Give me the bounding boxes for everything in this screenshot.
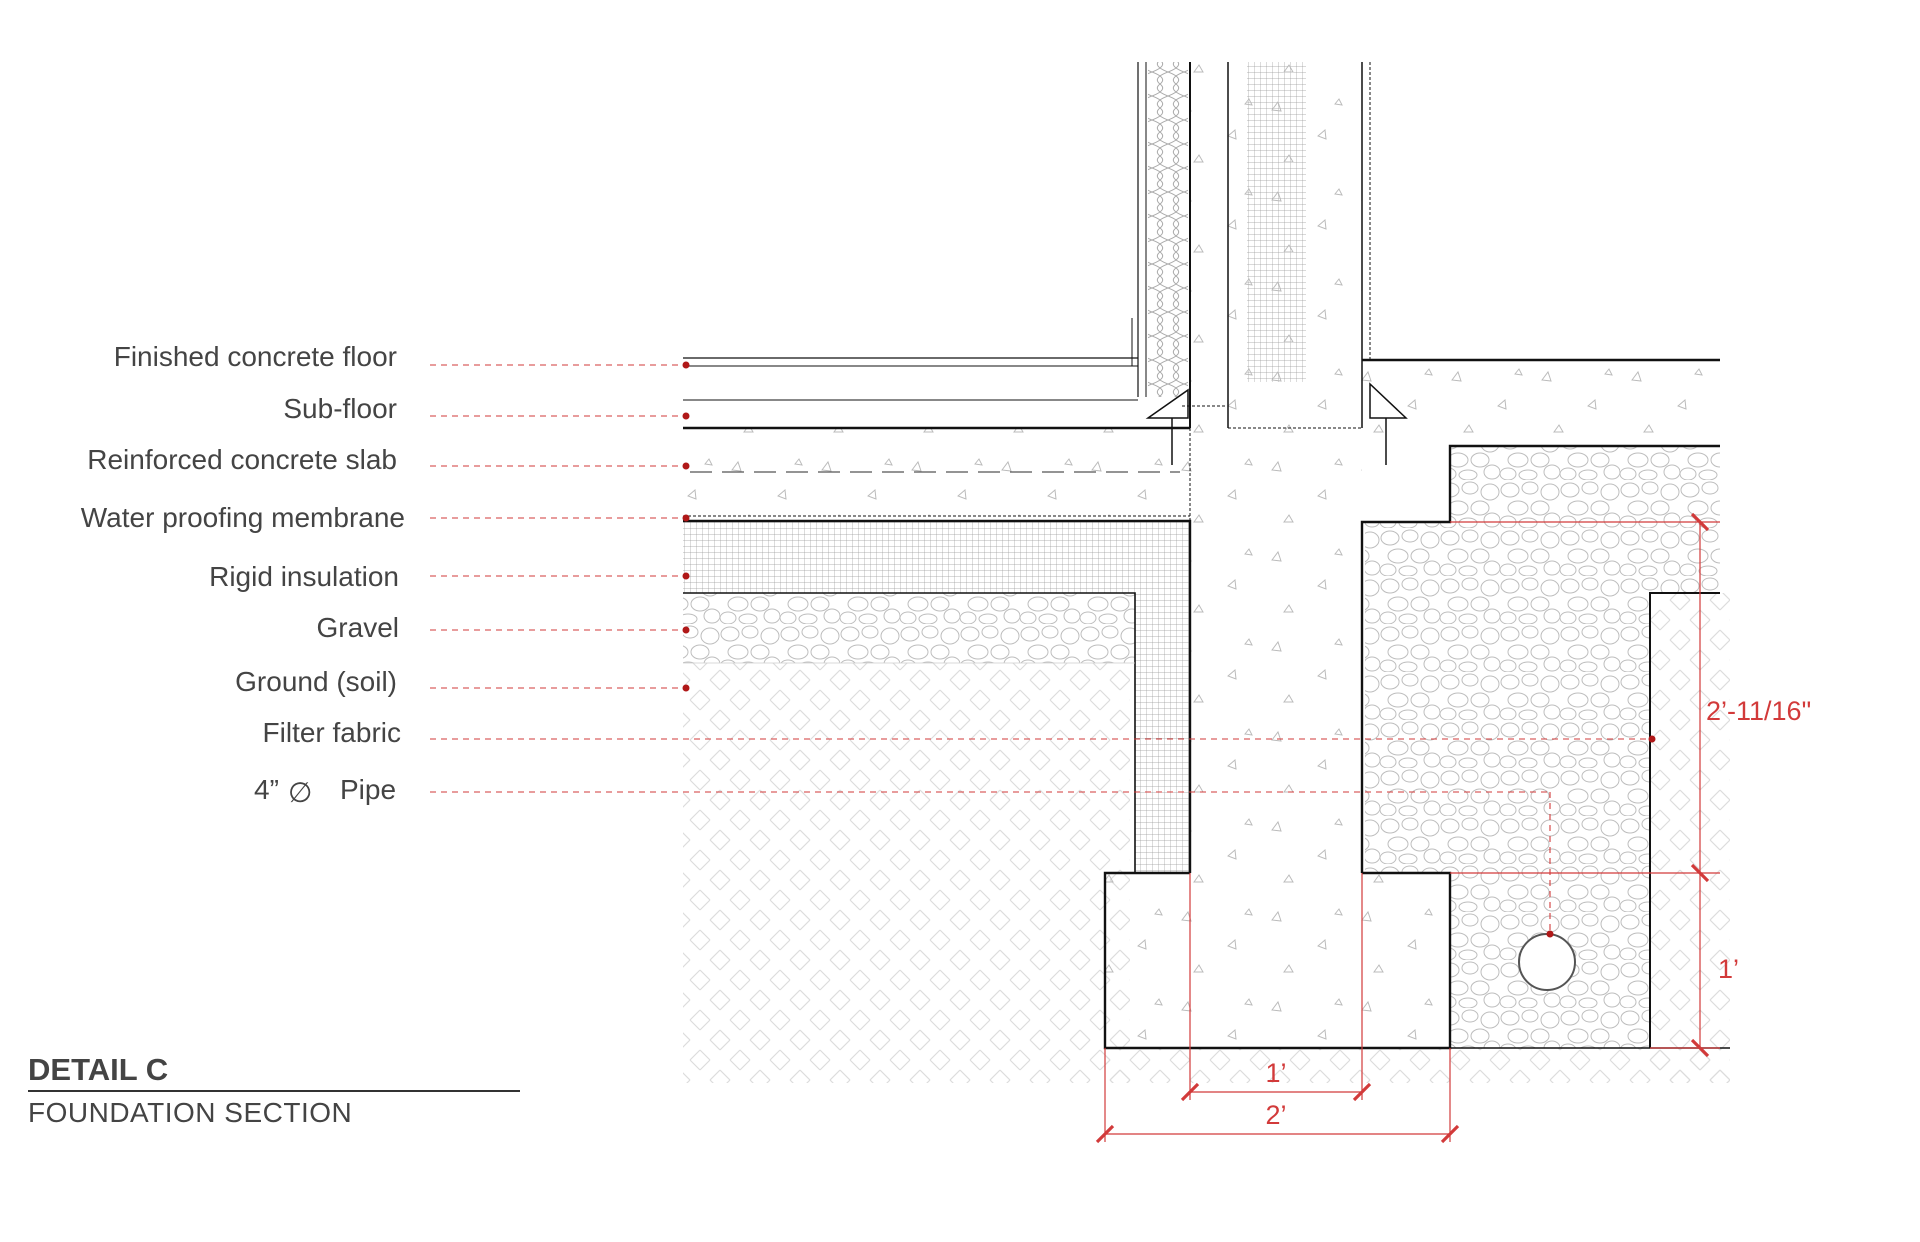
label-ground: Ground (soil) <box>235 666 397 697</box>
leader-dot <box>682 462 690 470</box>
dim-wall-width: 1’ <box>1265 1058 1286 1088</box>
label-pipe-symbol: ∅ <box>288 777 312 808</box>
label-pipe-size: 4” <box>254 774 279 805</box>
exterior-slab-concrete <box>1362 360 1720 446</box>
tick <box>1352 1082 1372 1102</box>
leader-dot <box>682 572 690 580</box>
drain-pipe <box>1518 933 1576 991</box>
tick <box>1690 1038 1710 1058</box>
detail-subtitle: FOUNDATION SECTION <box>28 1097 352 1128</box>
leader-dots <box>682 361 1656 938</box>
label-waterproofing: Water proofing membrane <box>81 502 405 533</box>
dim-footing-height: 1’ <box>1718 954 1739 984</box>
label-sub-floor: Sub-floor <box>283 393 397 424</box>
construction-lines <box>683 62 1730 1050</box>
dim-footing-width: 2’ <box>1265 1100 1286 1130</box>
label-pipe-text: Pipe <box>340 774 396 805</box>
label-gravel: Gravel <box>317 612 399 643</box>
label-concrete-slab: Reinforced concrete slab <box>87 444 397 475</box>
materials <box>683 62 1730 1083</box>
title-block: DETAIL C FOUNDATION SECTION <box>28 1052 520 1128</box>
leader-dot <box>682 514 690 522</box>
footing-concrete <box>1105 873 1450 1048</box>
label-filter-fabric: Filter fabric <box>263 717 401 748</box>
tick <box>1690 512 1710 532</box>
detail-title: DETAIL C <box>28 1052 168 1087</box>
leader-dot <box>682 412 690 420</box>
wall-concrete <box>1190 62 1362 873</box>
tick <box>1095 1124 1115 1144</box>
label-rigid-insulation: Rigid insulation <box>209 561 399 592</box>
label-finished-floor: Finished concrete floor <box>114 341 397 372</box>
dimension-lines <box>1104 521 1720 1142</box>
leader-lines <box>430 364 1652 930</box>
soil-right <box>1650 593 1730 1083</box>
dimension-ticks <box>1095 512 1710 1144</box>
leader-dot <box>682 361 690 369</box>
soil-bottom <box>1106 1048 1730 1083</box>
wall-insulation <box>1148 62 1188 397</box>
tick <box>1690 863 1710 883</box>
dim-gravel-height: 2’-11/16" <box>1706 696 1811 726</box>
leader-dot <box>682 684 690 692</box>
gravel-drainage <box>1365 446 1720 1048</box>
tick <box>1180 1082 1200 1102</box>
gravel-under-slab <box>683 593 1135 663</box>
leader-dot <box>682 626 690 634</box>
labels: Finished concrete floor Sub-floor Reinfo… <box>81 341 405 808</box>
soil-left <box>683 663 1130 1083</box>
leader-dot <box>1546 930 1554 938</box>
leader-dot <box>1648 735 1656 743</box>
rigid-insulation <box>683 521 1190 873</box>
tick <box>1440 1124 1460 1144</box>
